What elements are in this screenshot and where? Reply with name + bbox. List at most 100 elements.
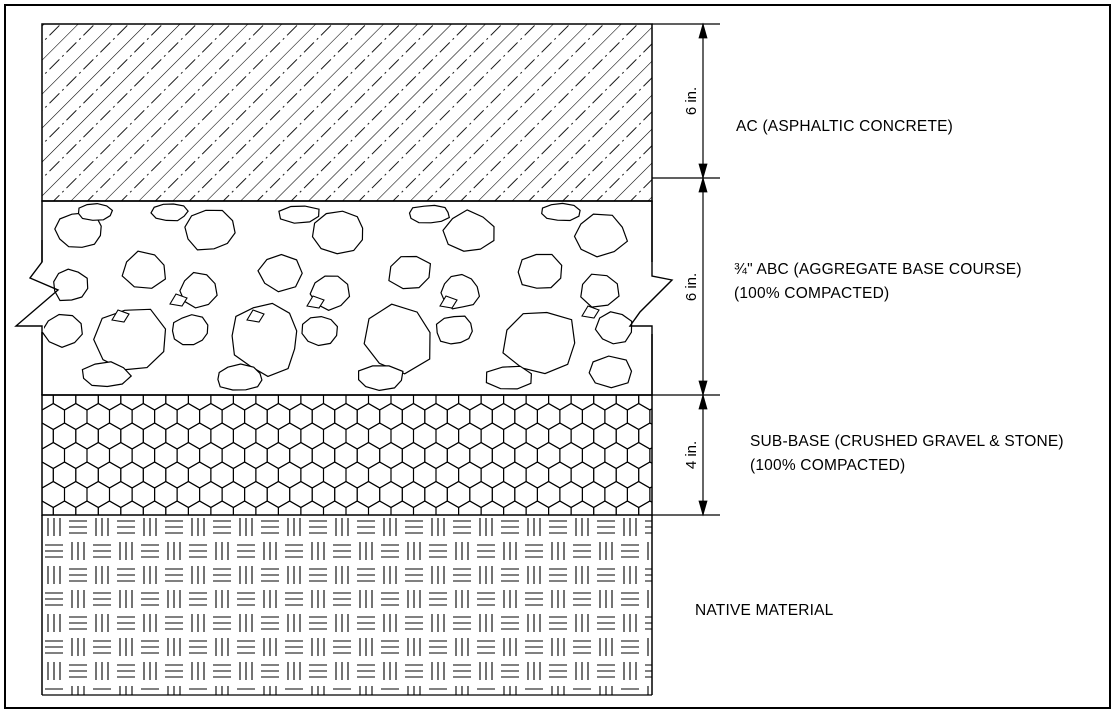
weave-cell bbox=[117, 616, 135, 630]
hex-cell bbox=[8, 384, 31, 410]
hex-cell bbox=[706, 540, 729, 566]
weave-cell bbox=[429, 640, 447, 654]
weave-cell bbox=[261, 568, 279, 582]
hex-cell bbox=[380, 560, 403, 586]
hex-cell bbox=[673, 560, 696, 586]
hex-cell bbox=[312, 560, 335, 586]
hex-cell bbox=[20, 521, 43, 547]
hex-cell bbox=[335, 560, 358, 586]
weave-cell bbox=[165, 616, 183, 630]
weave-cell bbox=[189, 544, 207, 558]
hex-cell bbox=[536, 402, 561, 431]
stone bbox=[278, 205, 320, 224]
weave-cell bbox=[191, 662, 205, 680]
weave-cell bbox=[167, 590, 181, 608]
hex-cell bbox=[808, 482, 831, 508]
stone bbox=[150, 203, 189, 222]
hex-cell bbox=[537, 560, 560, 586]
stone bbox=[301, 315, 339, 347]
weave-cell bbox=[189, 688, 207, 695]
drawing-border bbox=[4, 4, 1111, 709]
hex-cell bbox=[120, 461, 144, 489]
hex-cell bbox=[52, 500, 77, 515]
hex-cell bbox=[221, 441, 246, 470]
weave-cell bbox=[479, 518, 493, 536]
native-label: NATIVE MATERIAL bbox=[695, 602, 834, 619]
weave-cell bbox=[429, 544, 447, 558]
weave-cell bbox=[431, 566, 445, 584]
weave-cell bbox=[237, 592, 255, 606]
weave-cell bbox=[215, 686, 229, 695]
stone bbox=[588, 355, 633, 389]
weave-cell bbox=[165, 568, 183, 582]
weave-cell bbox=[261, 616, 279, 630]
hex-cell bbox=[458, 395, 482, 411]
weave-cell bbox=[501, 664, 519, 678]
hex-cell bbox=[356, 480, 381, 509]
stone bbox=[541, 202, 581, 222]
hex-cell bbox=[447, 560, 470, 586]
hex-cell bbox=[503, 500, 527, 515]
weave-cell bbox=[71, 638, 85, 656]
stone bbox=[184, 209, 236, 251]
hex-cell bbox=[300, 461, 325, 489]
hex-cell bbox=[346, 540, 369, 566]
hex-cell bbox=[626, 441, 651, 470]
stone bbox=[358, 365, 404, 392]
weave-cell bbox=[165, 664, 183, 678]
hex-cell bbox=[210, 500, 234, 515]
weave-cell bbox=[309, 520, 327, 534]
weave-cell bbox=[93, 544, 111, 558]
hex-cell bbox=[729, 540, 752, 566]
weave-cell bbox=[141, 544, 159, 558]
hex-cell bbox=[199, 441, 223, 470]
weave-cell bbox=[549, 520, 567, 534]
stone bbox=[517, 253, 563, 289]
weave-cell bbox=[213, 616, 231, 630]
weave-cell bbox=[525, 640, 543, 654]
hex-cell bbox=[311, 441, 336, 470]
weave-cell bbox=[239, 662, 253, 680]
hex-cell bbox=[470, 521, 493, 547]
hex-cell bbox=[819, 384, 842, 410]
hex-cell bbox=[436, 540, 459, 566]
hex-cell bbox=[266, 480, 291, 509]
weave-cell bbox=[69, 568, 87, 582]
hex-cell bbox=[356, 402, 381, 431]
hex-cell bbox=[650, 560, 673, 586]
hex-cell bbox=[740, 560, 763, 586]
hex-cell bbox=[796, 501, 819, 527]
weave-cell bbox=[575, 518, 589, 536]
hex-cell bbox=[97, 461, 122, 489]
hex-cell bbox=[491, 402, 516, 431]
weave-cell bbox=[117, 664, 135, 678]
weave-cell bbox=[333, 640, 351, 654]
native-layer bbox=[41, 515, 653, 696]
hex-cell bbox=[290, 521, 313, 547]
abc-label-line2: (100% COMPACTED) bbox=[734, 285, 889, 302]
weave-cell bbox=[549, 616, 567, 630]
hex-cell bbox=[446, 441, 471, 470]
weave-cell bbox=[525, 544, 543, 558]
weave-cell bbox=[359, 686, 373, 695]
hex-cell bbox=[661, 540, 684, 566]
hex-cell bbox=[830, 521, 853, 547]
hex-cell bbox=[751, 384, 774, 410]
hex-cell bbox=[176, 402, 201, 431]
hex-cell bbox=[277, 395, 302, 411]
stone bbox=[77, 202, 114, 221]
weave-cell bbox=[527, 662, 541, 680]
hex-cell bbox=[424, 480, 448, 509]
weave-cell bbox=[215, 590, 229, 608]
hex-cell bbox=[638, 422, 652, 450]
hex-cell bbox=[570, 395, 595, 411]
hex-cell bbox=[435, 395, 460, 411]
weave-cell bbox=[551, 686, 565, 695]
weave-cell bbox=[45, 688, 63, 695]
hex-cell bbox=[525, 422, 550, 450]
hex-cell bbox=[774, 540, 797, 566]
hex-cell bbox=[480, 461, 505, 489]
hex-cell bbox=[718, 404, 741, 430]
weave-cell bbox=[213, 664, 231, 678]
hex-cell bbox=[154, 402, 178, 431]
